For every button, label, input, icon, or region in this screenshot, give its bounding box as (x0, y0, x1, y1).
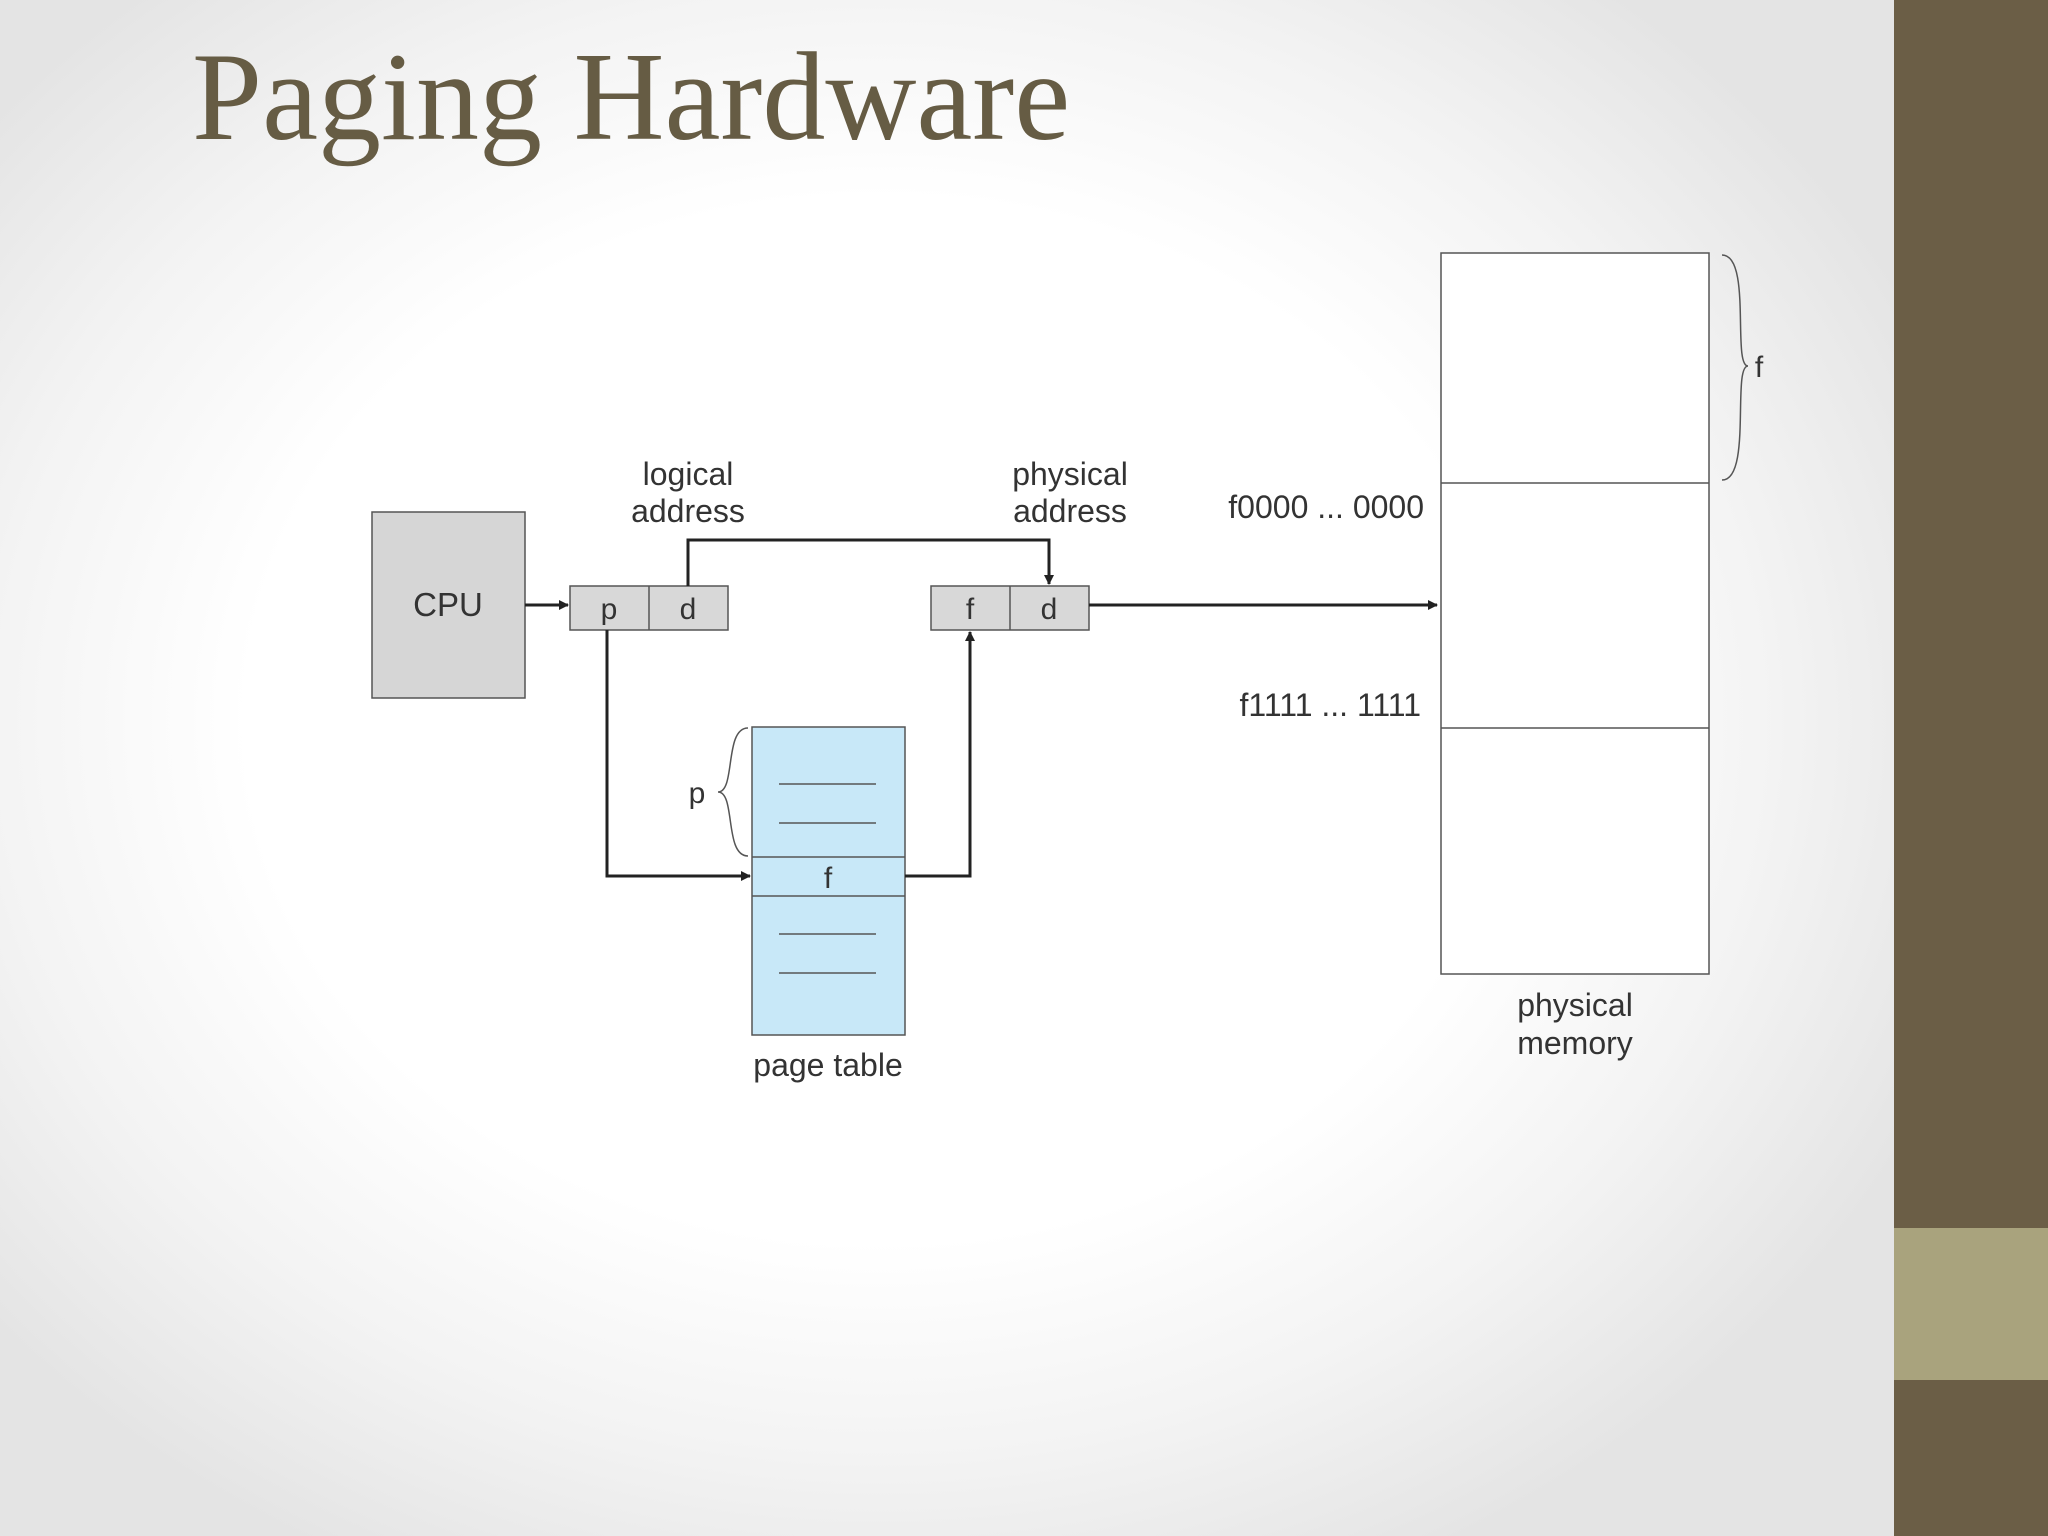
paging-diagram: CPU p d logical address f d physical add… (371, 252, 1764, 1083)
physical-memory-label-line1: physical (1517, 987, 1633, 1023)
frame-end-address: f1111 ... 1111 (1240, 687, 1421, 723)
arrow-page-to-table (605, 630, 751, 881)
cpu-box: CPU (371, 511, 526, 699)
physical-d-field: d (1041, 593, 1058, 626)
physical-address-label-line2: address (1013, 493, 1127, 529)
logical-address-label-line2: address (631, 493, 745, 529)
logical-p-field: p (601, 593, 618, 626)
page-table-p-brace (717, 727, 749, 857)
memory-frame-brace (1721, 254, 1749, 481)
sidebar-accent-block (1894, 1228, 2048, 1380)
frame-start-address: f0000 ... 0000 (1228, 489, 1424, 525)
slide-title: Paging Hardware (192, 28, 1071, 167)
logical-address-label-line1: logical (643, 456, 734, 492)
physical-memory (1440, 252, 1710, 975)
arrow-frame-to-physical (905, 631, 975, 878)
logical-address-register: p d (569, 585, 729, 631)
physical-address-label-line1: physical (1012, 456, 1128, 492)
cpu-label: CPU (413, 586, 483, 623)
physical-f-field: f (966, 593, 975, 626)
arrow-offset-copy (686, 538, 1054, 586)
page-table-entry-f: f (824, 862, 833, 895)
logical-d-field: d (680, 593, 697, 626)
page-table-label: page table (753, 1047, 902, 1083)
memory-frame-marker: f (1755, 351, 1764, 384)
page-table-p-marker: p (689, 777, 706, 810)
physical-address-register: f d (930, 585, 1090, 631)
page-table: f (751, 726, 906, 1036)
physical-memory-label-line2: memory (1517, 1025, 1633, 1061)
